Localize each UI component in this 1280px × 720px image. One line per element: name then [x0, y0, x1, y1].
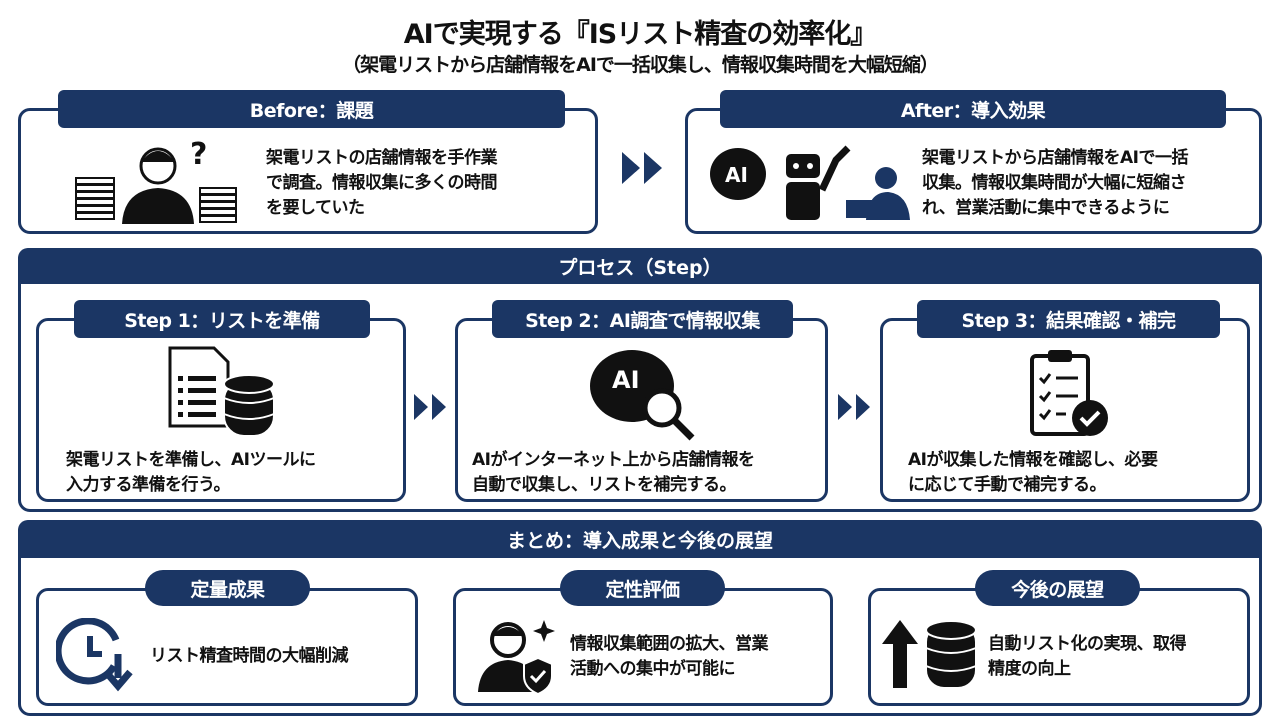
double-chevron-right-icon	[412, 392, 452, 422]
step-1-line: 入力する準備を行う。	[66, 475, 230, 495]
step-1-card	[36, 318, 406, 502]
step-3-label: Step 3：結果確認・補完	[917, 300, 1220, 338]
step-2-line: 自動で収集し、リストを補完する。	[472, 475, 737, 495]
summary-quantitative-label: 定量成果	[145, 570, 310, 606]
clock-down-arrow-icon	[56, 618, 136, 692]
ai-brain-robot-worker-icon: AI	[708, 140, 918, 224]
after-line: れ、営業活動に集中できるように	[922, 198, 1170, 218]
after-line: 架電リストから店舗情報をAIで一括	[922, 148, 1188, 168]
after-ai-icon-label: AI	[725, 163, 748, 187]
summary-qualitative-label: 定性評価	[560, 570, 725, 606]
step-1-line: 架電リストを準備し、AIツールに	[66, 450, 316, 470]
checklist-clipboard-icon	[1028, 348, 1114, 440]
step-2-line: AIがインターネット上から店舗情報を	[472, 450, 755, 470]
double-chevron-right-icon	[620, 150, 668, 186]
step-3-description: AIが収集した情報を確認し、必要 に応じて手動で補完する。	[908, 448, 1158, 498]
before-line: 架電リストの店舗情報を手作業	[266, 148, 498, 168]
step-2-label: Step 2：AI調査で情報収集	[492, 300, 793, 338]
person-shield-sparkle-icon	[474, 614, 560, 694]
process-header: プロセス（Step）	[18, 248, 1262, 284]
svg-text:?: ?	[190, 138, 207, 172]
after-description: 架電リストから店舗情報をAIで一括 収集。情報収集時間が大幅に短縮さ れ、営業活…	[922, 146, 1188, 221]
after-panel	[685, 108, 1262, 234]
before-line: で調査。情報収集に多くの時間	[266, 173, 498, 193]
step-3-line: に応じて手動で補完する。	[908, 475, 1107, 495]
summary-line: 自動リスト化の実現、取得	[988, 634, 1187, 654]
step-1-label: Step 1：リストを準備	[74, 300, 370, 338]
summary-outlook-label: 今後の展望	[975, 570, 1140, 606]
step-2-description: AIがインターネット上から店舗情報を 自動で収集し、リストを補完する。	[472, 448, 755, 498]
document-database-icon	[168, 346, 278, 438]
up-arrow-database-icon	[880, 618, 980, 690]
summary-line: リスト精査時間の大幅削減	[150, 646, 349, 666]
double-chevron-right-icon	[836, 392, 876, 422]
summary-line: 情報収集範囲の拡大、営業	[570, 634, 769, 654]
ai-brain-search-icon: AI	[586, 346, 698, 442]
before-line: を要していた	[266, 198, 365, 218]
step-2-ai-icon-label: AI	[612, 366, 640, 394]
summary-card-quantitative	[36, 588, 418, 706]
summary-header: まとめ：導入成果と今後の展望	[18, 520, 1262, 558]
worried-person-with-papers-icon: ?	[72, 138, 242, 224]
before-description: 架電リストの店舗情報を手作業 で調査。情報収集に多くの時間 を要していた	[266, 146, 498, 221]
after-line: 収集。情報収集時間が大幅に短縮さ	[922, 173, 1186, 193]
summary-outlook-text: 自動リスト化の実現、取得 精度の向上	[988, 632, 1187, 682]
step-1-description: 架電リストを準備し、AIツールに 入力する準備を行う。	[66, 448, 316, 498]
summary-qualitative-text: 情報収集範囲の拡大、営業 活動への集中が可能に	[570, 632, 769, 682]
before-header: Before：課題	[58, 90, 565, 128]
page-subtitle: （架電リストから店舗情報をAIで一括収集し、情報収集時間を大幅短縮）	[342, 54, 939, 76]
summary-line: 精度の向上	[988, 659, 1071, 679]
page-title: AIで実現する『ISリスト精査の効率化』	[403, 19, 877, 50]
summary-quantitative-text: リスト精査時間の大幅削減	[150, 644, 349, 669]
summary-line: 活動への集中が可能に	[570, 659, 736, 679]
after-header: After：導入効果	[720, 90, 1226, 128]
step-3-line: AIが収集した情報を確認し、必要	[908, 450, 1158, 470]
